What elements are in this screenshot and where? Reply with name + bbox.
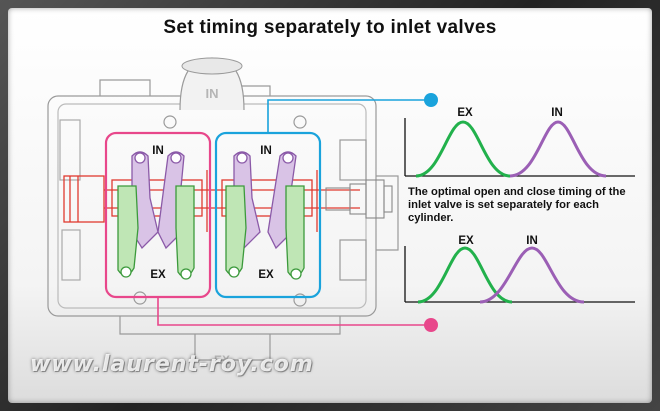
cylinder-1-ex-label: EX (150, 269, 166, 281)
engine-ex-label: EX (214, 353, 230, 367)
chart-2-in-label: IN (526, 235, 538, 247)
camshaft-end (325, 179, 393, 219)
page-title: Set timing separately to inlet valves (163, 17, 497, 38)
chart-1-in-label: IN (551, 107, 563, 119)
camshaft-drawing (63, 170, 360, 232)
intake-port-dome (179, 57, 245, 111)
watermark-text: www.laurent-roy.com (30, 352, 314, 377)
cylinder-2-ex-rockers (225, 185, 305, 280)
chart-1-in-curve (509, 120, 607, 178)
engine-in-label: IN (206, 86, 219, 101)
timing-chart-2 (404, 246, 635, 304)
cylinder-1-ex-rockers (117, 185, 195, 280)
chart-2-ex-curve (417, 246, 513, 304)
engine-head-drawing (47, 79, 399, 361)
chart-2-in-curve (479, 246, 585, 304)
chart-1-ex-curve (415, 120, 511, 178)
cylinder-1-connector-dot (424, 318, 438, 332)
cylinder-1-connector (157, 297, 430, 326)
cylinder-2-connector (267, 99, 430, 133)
timing-caption: The optimal open and close timing of the… (408, 186, 626, 224)
chart-2-ex-label: EX (458, 235, 474, 247)
cylinder-2-connector-dot (424, 93, 438, 107)
cylinder-1-in-label: IN (152, 145, 164, 157)
cylinder-2-ex-label: EX (258, 269, 274, 281)
cylinder-2-in-label: IN (260, 145, 272, 157)
timing-chart-1 (404, 118, 635, 178)
image-panel (8, 8, 652, 403)
chart-1-ex-label: EX (457, 107, 473, 119)
